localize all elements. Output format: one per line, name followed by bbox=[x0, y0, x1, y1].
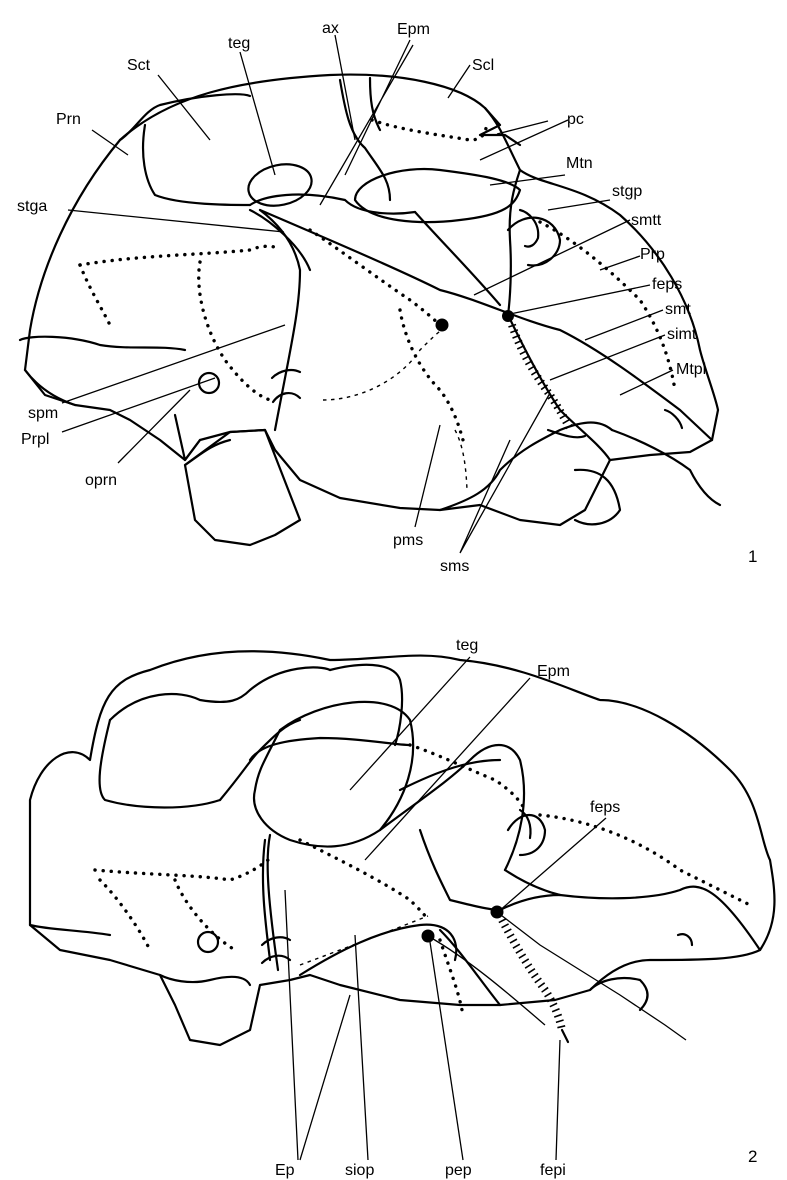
label-prpl: Prpl bbox=[21, 431, 49, 448]
label-epm-1: Epm bbox=[397, 21, 430, 38]
label-epm-2: Epm bbox=[537, 663, 570, 680]
label-stga: stga bbox=[17, 198, 47, 215]
panel-1-drawing bbox=[20, 35, 720, 553]
panel-number-1: 1 bbox=[748, 547, 757, 566]
label-prp: Prp bbox=[640, 246, 665, 263]
panel-number-2: 2 bbox=[748, 1147, 757, 1166]
label-scl: Scl bbox=[472, 57, 494, 74]
label-ep: Ep bbox=[275, 1162, 295, 1179]
label-pep: pep bbox=[445, 1162, 472, 1179]
label-smt: smt bbox=[665, 301, 691, 318]
label-feps-2: feps bbox=[590, 799, 620, 816]
label-sct: Sct bbox=[127, 57, 151, 74]
label-stgp: stgp bbox=[612, 183, 642, 200]
label-feps-1: feps bbox=[652, 276, 682, 293]
label-prn: Prn bbox=[56, 111, 81, 128]
label-mtn: Mtn bbox=[566, 155, 593, 172]
label-mtpl: Mtpl bbox=[676, 361, 706, 378]
label-spm: spm bbox=[28, 405, 58, 422]
label-sms: sms bbox=[440, 558, 469, 575]
label-fepi: fepi bbox=[540, 1162, 566, 1179]
label-pc: pc bbox=[567, 111, 584, 128]
label-teg-1: teg bbox=[228, 35, 250, 52]
label-siop: siop bbox=[345, 1162, 374, 1179]
label-simt: simt bbox=[667, 326, 697, 343]
label-teg-2: teg bbox=[456, 637, 478, 654]
label-oprn: oprn bbox=[85, 472, 117, 489]
label-pms: pms bbox=[393, 532, 423, 549]
panel-2-drawing bbox=[30, 651, 774, 1160]
label-smtt: smtt bbox=[631, 212, 662, 229]
label-ax: ax bbox=[322, 20, 339, 37]
